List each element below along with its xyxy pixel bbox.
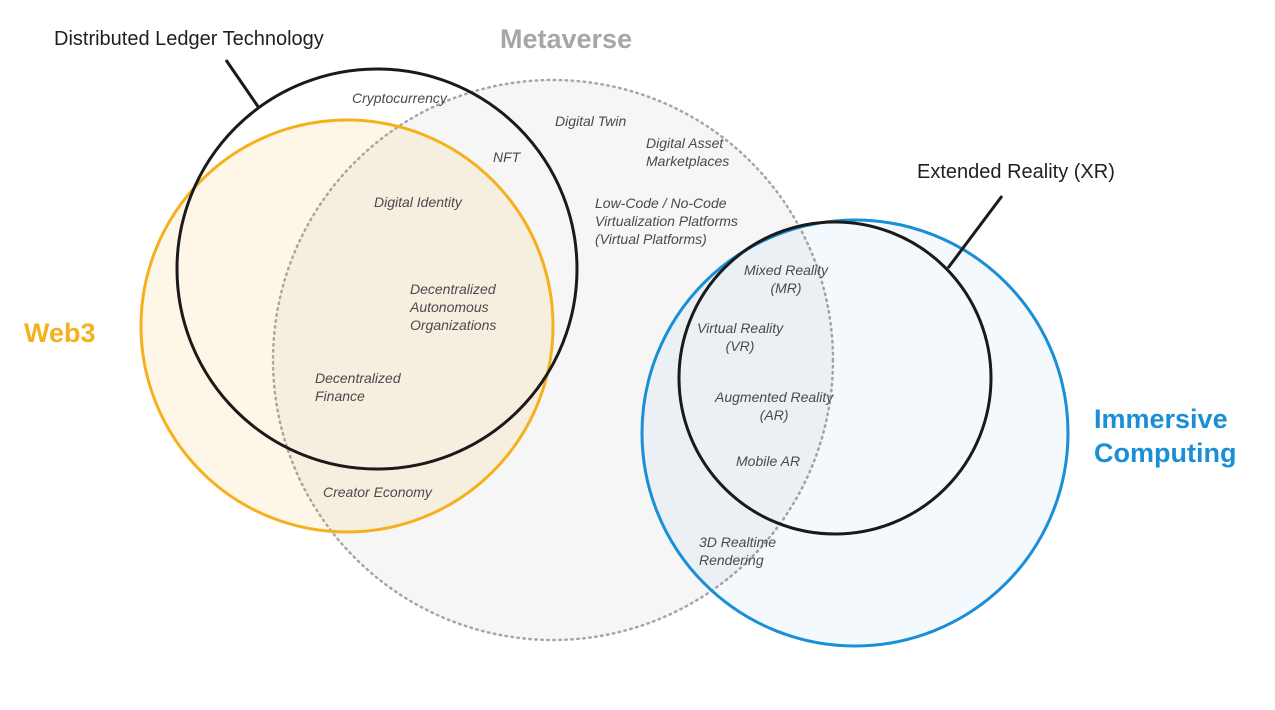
- item-line: Digital Twin: [555, 113, 627, 129]
- immersive-label-line-2: Computing: [1094, 438, 1237, 468]
- immersive-label-line-1: Immersive: [1094, 404, 1228, 434]
- item-line: (Virtual Platforms): [595, 231, 707, 247]
- item-nft: NFT: [493, 148, 520, 166]
- dlt-circle: [175, 67, 579, 471]
- item-line: 3D Realtime: [699, 534, 777, 550]
- xr-leader-line: [946, 195, 1004, 269]
- item-defi: Decentralized Finance: [315, 369, 401, 405]
- item-virtual-reality: Virtual Reality (VR): [697, 319, 783, 355]
- item-line: Rendering: [699, 552, 764, 568]
- item-mixed-reality: Mixed Reality (MR): [744, 261, 828, 297]
- item-line: Digital Asset: [646, 135, 724, 151]
- item-mobile-ar: Mobile AR: [736, 452, 800, 470]
- item-creator-economy: Creator Economy: [323, 483, 432, 501]
- item-line: NFT: [493, 149, 521, 165]
- metaverse-circle: [271, 78, 835, 642]
- item-line: Decentralized: [410, 281, 496, 297]
- item-digital-identity: Digital Identity: [374, 193, 462, 211]
- xr-circle: [677, 220, 993, 536]
- item-dao: Decentralized Autonomous Organizations: [410, 280, 496, 334]
- item-low-code-platforms: Low-Code / No-Code Virtualization Platfo…: [595, 194, 738, 248]
- metaverse-label: Metaverse: [500, 24, 633, 54]
- item-line: Virtualization Platforms: [595, 213, 738, 229]
- item-digital-twin: Digital Twin: [555, 112, 626, 130]
- web3-label: Web3: [24, 318, 96, 348]
- item-cryptocurrency: Cryptocurrency: [352, 89, 447, 107]
- item-line: Finance: [315, 388, 365, 404]
- item-line: Mobile AR: [736, 453, 801, 469]
- item-digital-asset-marketplaces: Digital Asset Marketplaces: [646, 134, 729, 170]
- dlt-label: Distributed Ledger Technology: [54, 28, 324, 50]
- item-line: Creator Economy: [323, 484, 432, 500]
- item-line: Organizations: [410, 317, 497, 333]
- xr-label: Extended Reality (XR): [917, 161, 1115, 183]
- item-line: Cryptocurrency: [352, 90, 447, 106]
- item-line: (MR): [770, 280, 802, 296]
- immersive-computing-circle: [640, 218, 1070, 648]
- dlt-leader-line: [224, 59, 261, 109]
- immersive-computing-label: Immersive Computing: [1094, 402, 1236, 470]
- item-line: Marketplaces: [646, 153, 730, 169]
- item-line: Mixed Reality: [744, 262, 829, 278]
- item-line: Augmented Reality: [715, 389, 834, 405]
- item-line: Virtual Reality: [697, 320, 784, 336]
- item-augmented-reality: Augmented Reality (AR): [715, 388, 833, 424]
- item-line: (VR): [725, 338, 755, 354]
- item-line: (AR): [759, 407, 789, 423]
- item-line: Autonomous: [410, 299, 489, 315]
- item-line: Decentralized: [315, 370, 401, 386]
- web3-circle: [139, 118, 555, 534]
- item-line: Digital Identity: [374, 194, 462, 210]
- item-3d-realtime-rendering: 3D Realtime Rendering: [699, 533, 776, 569]
- item-line: Low-Code / No-Code: [595, 195, 727, 211]
